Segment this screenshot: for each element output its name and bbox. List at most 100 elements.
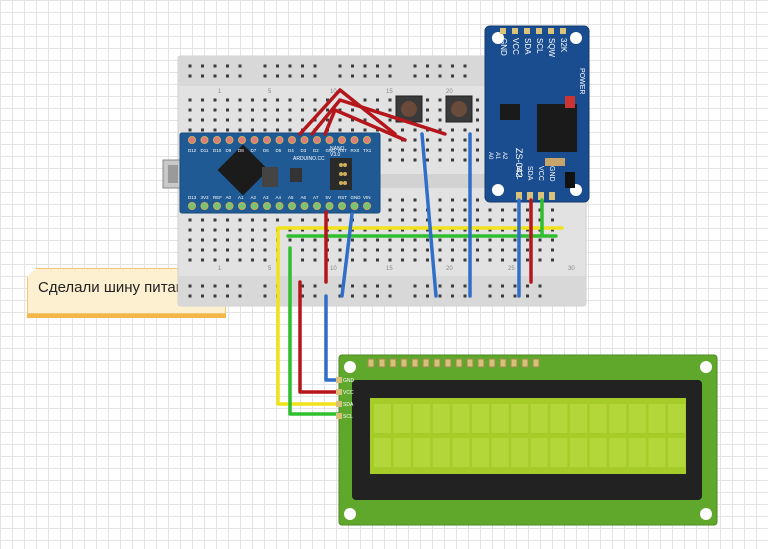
nano-top-pin (263, 136, 271, 144)
breadboard-hole (263, 64, 267, 68)
breadboard-hole (401, 248, 404, 252)
breadboard-hole (401, 258, 404, 262)
breadboard-hole (338, 294, 342, 298)
breadboard-hole (551, 218, 554, 222)
breadboard-hole (238, 284, 242, 288)
breadboard-hole (363, 128, 367, 132)
lcd-char-cell (472, 404, 489, 433)
breadboard-hole (438, 198, 442, 202)
breadboard-hole (238, 74, 242, 78)
rtc-bottom-pin-label: VCC (537, 166, 544, 181)
lcd-header-pin (510, 358, 518, 368)
breadboard-hole (463, 258, 467, 262)
breadboard-hole (313, 218, 317, 222)
lcd-char-cell (628, 438, 646, 467)
nano-bottom-pin-label: A5 (288, 195, 294, 200)
nano-top-pin-label: RST (338, 148, 347, 153)
breadboard-hole (213, 218, 217, 222)
breadboard-hole (426, 64, 429, 68)
breadboard-hole (501, 258, 504, 262)
breadboard-hole (226, 74, 229, 78)
breadboard-hole (338, 118, 342, 122)
breadboard-hole (288, 108, 292, 112)
breadboard-hole (313, 248, 317, 252)
breadboard-hole (488, 228, 492, 232)
breadboard-hole (463, 228, 467, 232)
nano-bottom-pin (225, 202, 234, 210)
breadboard-hole (338, 248, 342, 252)
lcd-header-pin (400, 358, 408, 368)
lcd-char-cell (628, 404, 646, 433)
breadboard-hole (263, 108, 267, 112)
breadboard-hole (476, 158, 479, 162)
breadboard-hole (263, 228, 267, 232)
lcd-char-cell (530, 404, 548, 433)
breadboard-hole (301, 108, 304, 112)
breadboard-hole (426, 138, 429, 142)
wire-green-lcd-scl (288, 246, 340, 416)
breadboard-hole (413, 248, 417, 252)
rtc-top-pin-label: GND (499, 38, 508, 56)
breadboard-hole (413, 74, 417, 78)
breadboard-hole (313, 284, 317, 288)
breadboard-hole (388, 108, 392, 112)
breadboard-hole (501, 284, 504, 288)
breadboard-hole (276, 118, 279, 122)
nano-top-pin-label: D8 (238, 148, 244, 153)
nano-top-pin (200, 136, 209, 144)
breadboard-hole (463, 158, 467, 162)
nano-top-pin (213, 136, 221, 144)
breadboard-hole (363, 74, 367, 78)
lcd-char-cell (491, 404, 509, 433)
breadboard-hole (438, 148, 442, 152)
breadboard-hole (301, 74, 304, 78)
column-number: 15 (386, 89, 393, 95)
breadboard-hole (476, 108, 479, 112)
breadboard-hole (388, 98, 392, 102)
breadboard-hole (513, 238, 517, 242)
breadboard-hole (451, 64, 454, 68)
rtc-model: ZS-042 (514, 148, 524, 178)
rtc-bottom-pin-label: SCL (515, 166, 522, 180)
breadboard-hole (501, 248, 504, 252)
column-number: 15 (386, 266, 393, 272)
push-button-1 (395, 95, 423, 123)
breadboard-hole (338, 228, 342, 232)
breadboard-hole (488, 294, 492, 298)
breadboard-hole (201, 118, 204, 122)
nano-top-pin (350, 136, 359, 144)
breadboard-hole (488, 208, 492, 212)
breadboard-hole (213, 258, 217, 262)
breadboard-hole (388, 138, 392, 142)
breadboard-hole (463, 208, 467, 212)
wire-red-d3-button1 (298, 88, 397, 136)
breadboard-hole (226, 108, 229, 112)
breadboard-hole (288, 64, 292, 68)
nano-bottom-pin-label: A4 (276, 195, 282, 200)
breadboard-hole (401, 208, 404, 212)
breadboard-hole (363, 294, 367, 298)
breadboard-hole (513, 228, 517, 232)
breadboard-hole (201, 228, 204, 232)
breadboard-hole (363, 248, 367, 252)
breadboard-hole (388, 158, 392, 162)
breadboard-hole (263, 118, 267, 122)
breadboard-hole (288, 74, 292, 78)
column-number: 5 (268, 89, 272, 95)
breadboard-hole (251, 218, 254, 222)
nano-bottom-pin (263, 202, 271, 210)
nano-bottom-pin (288, 202, 296, 210)
nano-top-pin (313, 136, 321, 144)
breadboard-hole (226, 238, 229, 242)
breadboard-hole (388, 284, 392, 288)
lcd-header-pin (422, 358, 430, 368)
breadboard-hole (413, 218, 417, 222)
nano-top-pin (238, 136, 246, 144)
breadboard-hole (288, 118, 292, 122)
lcd-char-cell (530, 438, 548, 467)
breadboard-hole (376, 258, 379, 262)
breadboard-hole (426, 248, 429, 252)
breadboard-hole (376, 74, 379, 78)
lcd-char-cell (413, 404, 431, 433)
